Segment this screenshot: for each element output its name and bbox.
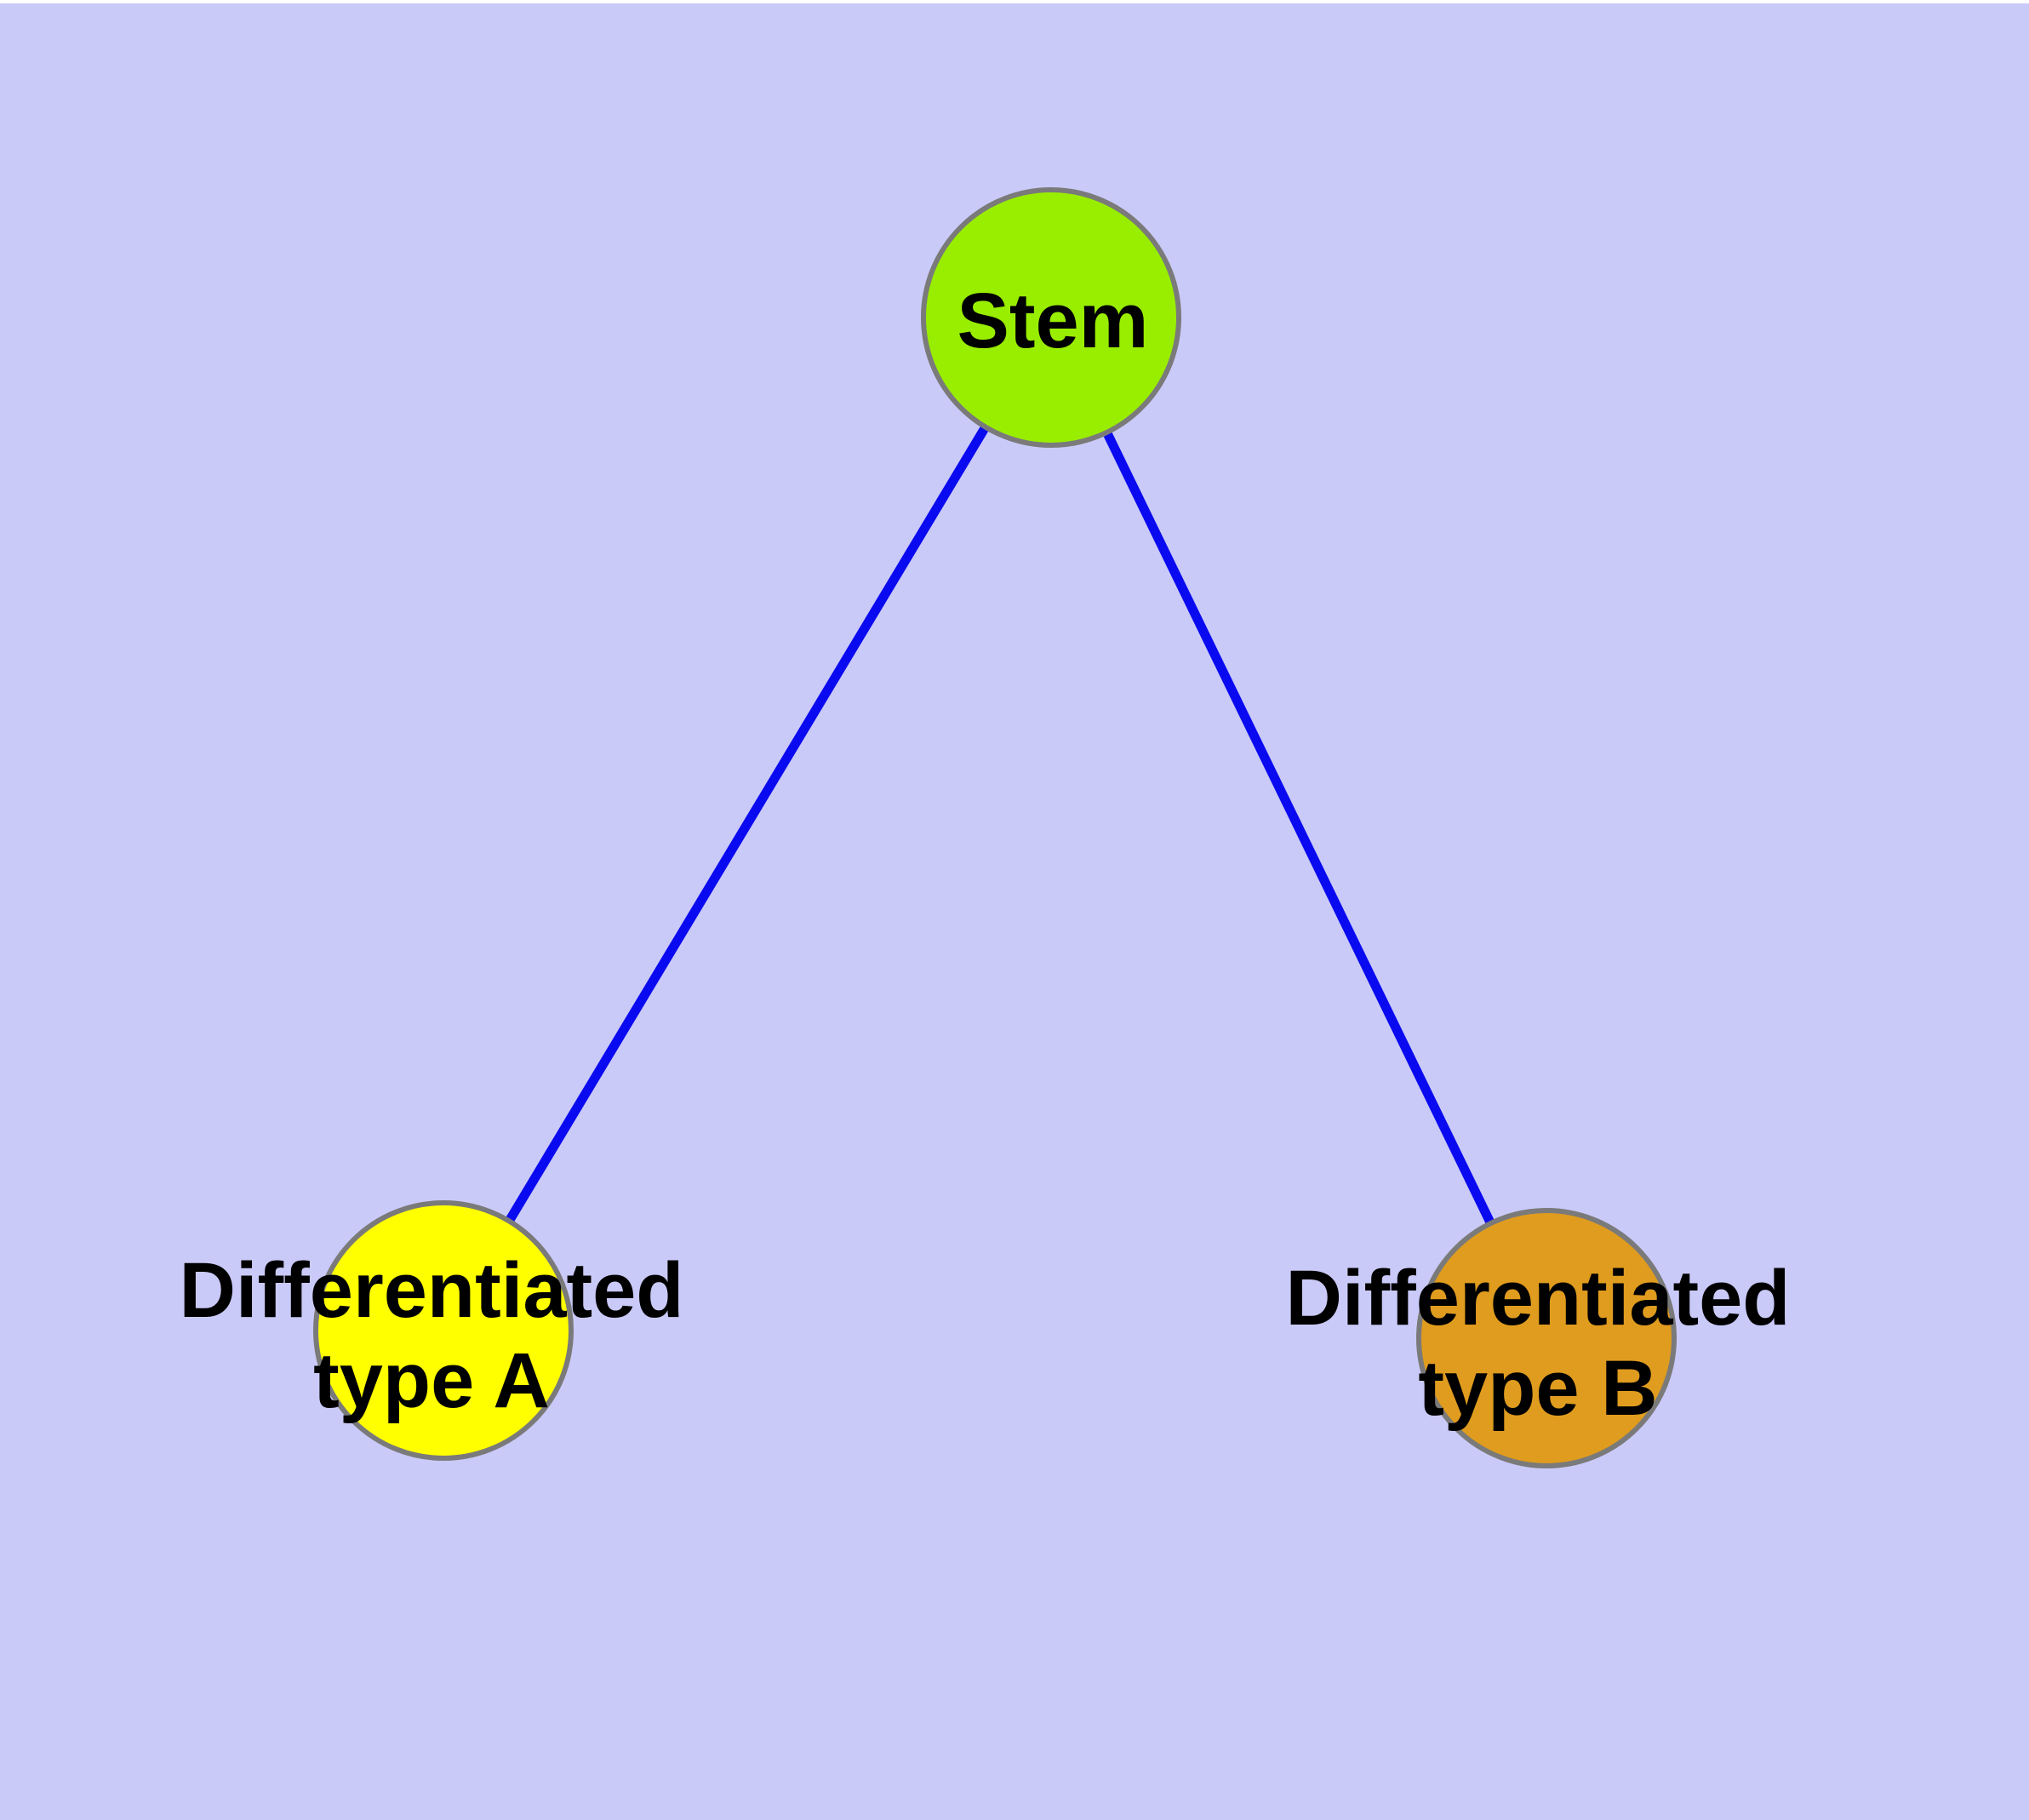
node-stem-circle [921,187,1181,448]
node-type-b-label-line2: type B [1418,1345,1657,1432]
node-type-a-label-line2: type A [313,1337,550,1424]
node-type-a-label-line1: Differentiated [180,1247,684,1334]
node-type-b-label-line1: Differentiated [1286,1255,1791,1342]
node-stem-label: Stem [957,278,1149,364]
edge-stem-to-type-a [439,315,1055,1333]
node-type-b-circle [1416,1208,1677,1468]
edge-stem-to-type-b [1047,315,1551,1341]
node-type-a-circle [313,1200,574,1461]
